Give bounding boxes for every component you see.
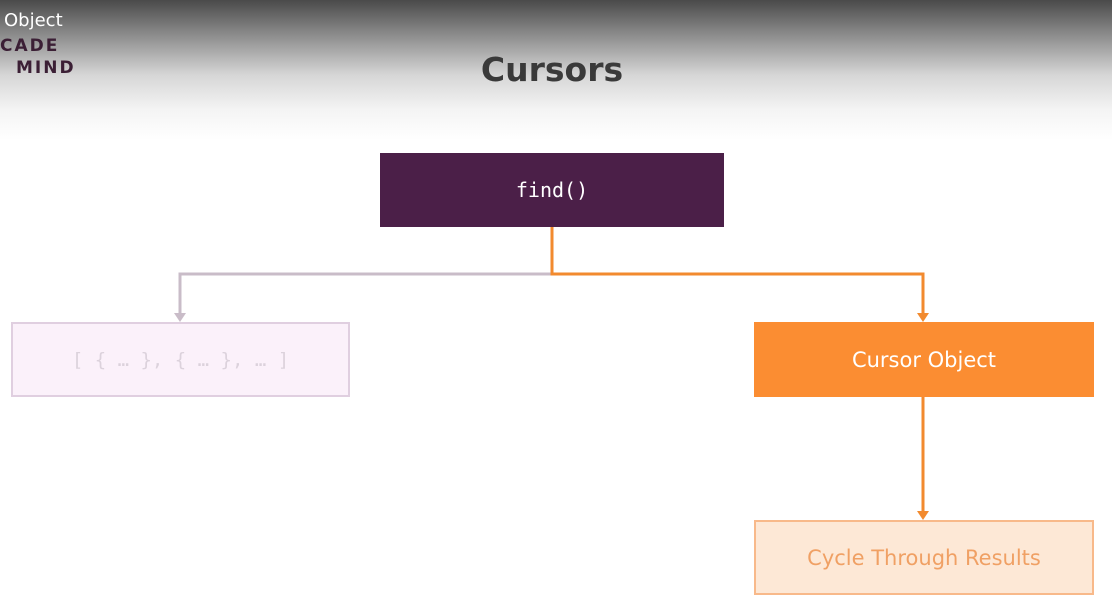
node-array-label: [ { … }, { … }, … ] bbox=[71, 348, 290, 371]
arrowhead-array bbox=[174, 313, 186, 322]
arrowhead-cycle bbox=[917, 511, 929, 520]
logo-text-bottom: MIND bbox=[16, 58, 76, 78]
node-cycle-results-label: Cycle Through Results bbox=[807, 545, 1041, 570]
video-top-bar bbox=[0, 0, 1112, 140]
node-cursor-object-label: Cursor Object bbox=[851, 347, 997, 372]
connector-find-to-cursor bbox=[550, 227, 925, 316]
node-cycle-results: Cycle Through Results bbox=[754, 520, 1094, 595]
node-cursor-object: Cursor Object bbox=[754, 322, 1094, 397]
node-find: find() bbox=[380, 153, 724, 227]
arrowhead-cursor bbox=[917, 313, 929, 322]
node-find-label: find() bbox=[515, 178, 589, 202]
node-array: [ { … }, { … }, … ] bbox=[11, 322, 350, 397]
video-title: Object bbox=[4, 10, 63, 31]
connector-find-to-array bbox=[178, 272, 552, 316]
slide-title: Cursors bbox=[480, 50, 624, 89]
logo-text-top: CADE bbox=[0, 36, 60, 56]
